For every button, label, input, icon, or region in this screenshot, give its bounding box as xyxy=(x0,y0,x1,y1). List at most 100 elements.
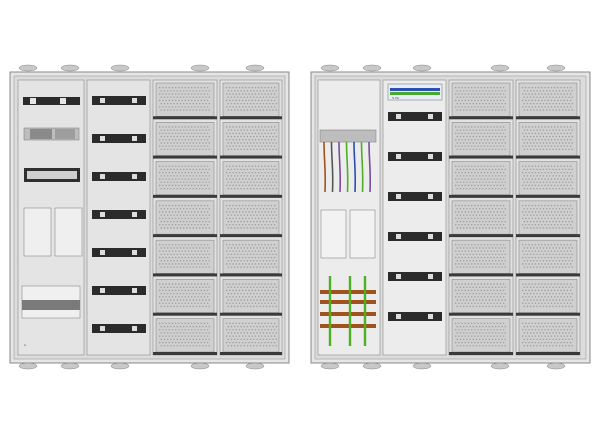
rail-clip xyxy=(396,314,401,319)
mounting-foot xyxy=(362,362,382,370)
din-rail xyxy=(388,152,442,161)
rail-clip xyxy=(428,234,433,239)
cover-rail xyxy=(449,234,513,238)
mounting-foot xyxy=(190,362,210,370)
wire xyxy=(323,141,327,193)
rail-clip xyxy=(428,154,433,159)
din-rail xyxy=(92,96,146,105)
cover-rail xyxy=(153,234,217,238)
breaker-module xyxy=(349,209,376,259)
din-rail xyxy=(388,232,442,241)
rail-clip xyxy=(396,274,401,279)
vent-cover xyxy=(516,239,580,277)
rail-clip xyxy=(396,154,401,159)
rail-clip xyxy=(100,212,105,217)
vent-cover xyxy=(516,200,580,238)
vent-cover xyxy=(153,318,217,355)
vent-cover xyxy=(153,161,217,198)
rail-clip xyxy=(428,114,433,119)
cover-rail xyxy=(516,194,580,198)
mounting-foot xyxy=(60,64,80,72)
cover-rail xyxy=(153,273,217,277)
vent-cover xyxy=(516,318,580,355)
right-vent-columns xyxy=(448,79,581,356)
cover-rail xyxy=(516,234,580,238)
busbar xyxy=(320,300,376,304)
cover-rail xyxy=(220,273,282,277)
vent-cover xyxy=(516,279,580,316)
cover-rail xyxy=(153,155,217,159)
wire xyxy=(353,141,357,193)
breaker-module xyxy=(23,207,52,257)
din-rail xyxy=(92,286,146,295)
vent-cover xyxy=(220,161,282,198)
cover-rail xyxy=(516,155,580,159)
left-cabinet-label: A xyxy=(24,343,26,347)
din-rail xyxy=(92,210,146,219)
busbar-group xyxy=(320,276,376,346)
cover-rail xyxy=(449,155,513,159)
vent-cover xyxy=(153,200,217,238)
rail-clip xyxy=(100,326,105,331)
mounting-foot xyxy=(412,64,432,72)
rail-clip xyxy=(132,212,137,217)
cover-rail xyxy=(516,312,580,316)
rail-clip xyxy=(132,250,137,255)
rail-clip xyxy=(396,234,401,239)
cover-rail xyxy=(516,116,580,120)
wire xyxy=(330,141,334,193)
rail-clip xyxy=(396,114,401,119)
vent-cover xyxy=(220,122,282,159)
cover-rail xyxy=(449,312,513,316)
left-vent-columns xyxy=(152,79,283,356)
busbar-strip xyxy=(22,300,80,310)
rail-clip xyxy=(132,326,137,331)
vent-cover xyxy=(220,239,282,277)
terminal-block xyxy=(319,129,377,143)
vent-cover xyxy=(220,82,282,120)
din-rail xyxy=(92,248,146,257)
mounting-foot xyxy=(60,362,80,370)
mounting-foot xyxy=(110,64,130,72)
right-din-column: N PE xyxy=(382,79,447,356)
pe-bar xyxy=(348,276,352,346)
mounting-foot xyxy=(245,64,265,72)
vent-cover xyxy=(449,239,513,277)
breaker-module xyxy=(320,209,347,259)
mounting-foot xyxy=(412,362,432,370)
vent-cover xyxy=(153,82,217,120)
wire xyxy=(360,141,364,193)
vent-cover xyxy=(153,279,217,316)
busbar xyxy=(320,324,376,328)
vent-cover xyxy=(449,82,513,120)
pe-bar xyxy=(328,276,332,346)
cover-rail xyxy=(153,352,217,355)
vent-cover xyxy=(220,200,282,238)
mounting-foot xyxy=(546,64,566,72)
vent-cover xyxy=(516,161,580,198)
din-rail xyxy=(388,272,442,281)
wire xyxy=(345,141,349,193)
cover-rail xyxy=(153,116,217,120)
busbar xyxy=(320,312,376,316)
mounting-foot xyxy=(320,64,340,72)
mounting-foot xyxy=(320,362,340,370)
right-wiring-column xyxy=(317,79,381,356)
vent-cover xyxy=(449,279,513,316)
mounting-foot xyxy=(490,64,510,72)
rail-clip xyxy=(132,174,137,179)
vent-cover xyxy=(449,318,513,355)
mounting-foot xyxy=(490,362,510,370)
rail-clip xyxy=(100,288,105,293)
left-meter-column: A xyxy=(17,79,85,356)
busbar xyxy=(320,290,376,294)
vent-cover xyxy=(516,122,580,159)
cover-rail xyxy=(153,194,217,198)
din-rail xyxy=(92,172,146,181)
rail-clip xyxy=(396,194,401,199)
mounting-feet xyxy=(18,64,566,370)
mounting-foot xyxy=(18,362,38,370)
din-rail xyxy=(388,192,442,201)
din-rails xyxy=(92,96,442,333)
din-rail xyxy=(388,112,442,121)
